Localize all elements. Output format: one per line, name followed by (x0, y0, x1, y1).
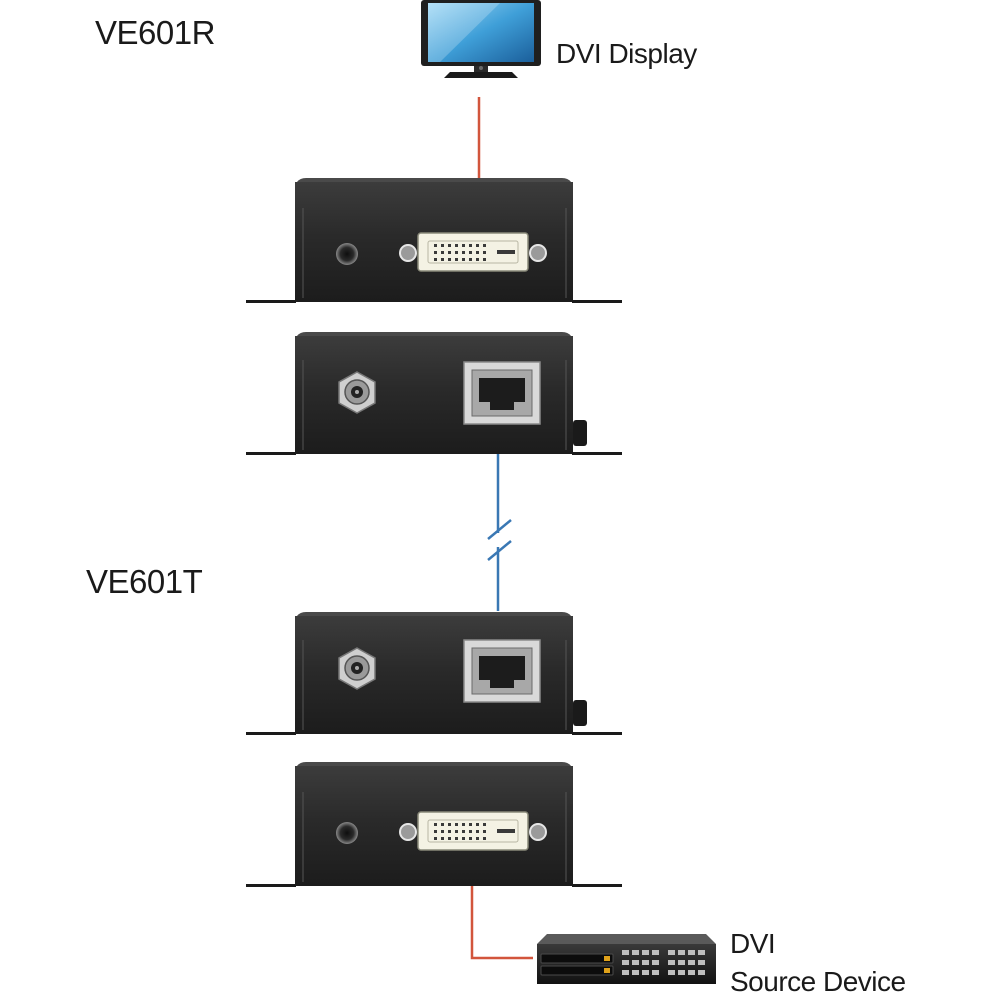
cable-break-icon (487, 519, 512, 561)
network-cable (487, 453, 512, 611)
dvi-port-icon (399, 232, 547, 272)
source-label-line1: DVI (730, 928, 776, 959)
transmitter-model-label: VE601T (86, 563, 203, 600)
receiver-dvi-unit (246, 178, 622, 303)
power-jack-icon (338, 371, 376, 414)
power-jack-icon (338, 647, 376, 690)
transmitter-rj45-unit (246, 612, 622, 735)
video-cable-bottom (470, 886, 533, 960)
rj45-port-icon (463, 361, 541, 425)
power-jack-icon (336, 243, 358, 265)
receiver-model-label: VE601R (95, 14, 215, 51)
dvi-port-icon (399, 811, 547, 851)
source-device-icon (537, 934, 716, 984)
monitor-icon (421, 0, 541, 78)
receiver-rj45-unit (246, 332, 622, 455)
rj45-port-icon (463, 639, 541, 703)
display-label: DVI Display (556, 38, 697, 69)
source-label-line2: Source Device (730, 966, 906, 997)
transmitter-dvi-unit (246, 762, 622, 887)
power-jack-icon (336, 822, 358, 844)
